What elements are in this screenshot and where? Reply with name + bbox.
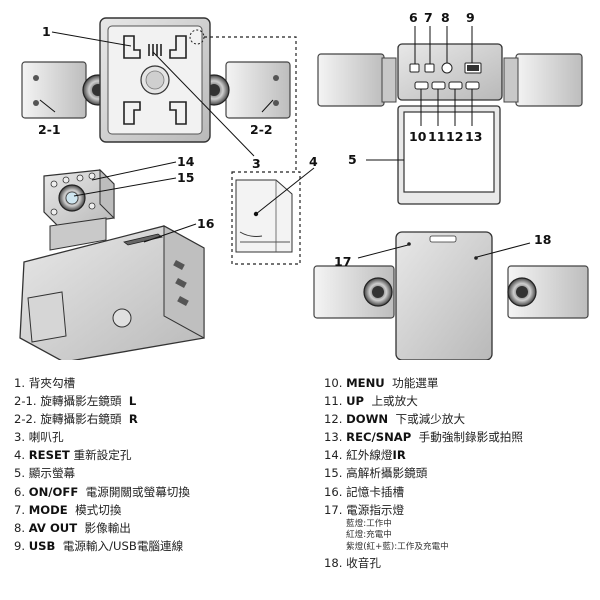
- legend-item-11: 11. UP 上或放大: [324, 394, 418, 409]
- callout-15: 15: [177, 170, 194, 185]
- callout-9: 9: [466, 10, 475, 25]
- mic-hole-icon: [474, 256, 478, 260]
- legend-item-7: 7. MODE 模式切換: [14, 502, 122, 517]
- callout-2-2: 2-2: [250, 122, 273, 137]
- perspective-view: 14 15 16: [19, 154, 215, 360]
- legend-item-4: 4. RESET 重新設定孔: [14, 448, 132, 463]
- legend-item-14: 14. 紅外線燈IR: [324, 448, 406, 463]
- power-indicator-icon: [407, 242, 411, 246]
- legend-left: 1. 背夾勾槽 2-1. 旋轉攝影左鏡頭 L 2-2. 旋轉攝影右鏡頭 R 3.…: [14, 374, 314, 555]
- legend-item-2-2: 2-2. 旋轉攝影右鏡頭 R: [14, 412, 138, 427]
- callout-16: 16: [197, 216, 215, 231]
- device-diagram: 1 2-1 2-2 3 6 7: [19, 10, 589, 360]
- callout-6: 6: [409, 10, 418, 25]
- callout-17: 17: [334, 254, 351, 269]
- legend-17-note-blue: 藍燈:工作中: [346, 518, 392, 529]
- display-screen: [403, 111, 495, 193]
- callout-3: 3: [252, 156, 261, 171]
- callout-4: 4: [309, 154, 318, 169]
- legend-17-note-purple: 紫燈(紅+藍):工作及充電中: [346, 541, 449, 552]
- callout-7: 7: [424, 10, 433, 25]
- memory-card-slot[interactable]: [123, 233, 163, 246]
- callout-1: 1: [42, 24, 51, 39]
- down-button[interactable]: [448, 81, 463, 90]
- legend-item-8: 8. AV OUT 影像輸出: [14, 520, 131, 535]
- callout-10: 10: [409, 129, 427, 144]
- callout-18: 18: [534, 232, 551, 247]
- legend-17-note-red: 紅燈:充電中: [346, 530, 392, 541]
- callout-11: 11: [428, 129, 445, 144]
- mode-button[interactable]: [424, 63, 435, 73]
- legend-item-1: 1. 背夾勾槽: [14, 376, 76, 390]
- legend-right: 10. MENU 功能選單 11. UP 上或放大 12. DOWN 下或減少放…: [324, 374, 596, 572]
- front-view: 17 18: [313, 231, 589, 360]
- legend-item-13: 13. REC/SNAP 手動強制錄影或拍照: [324, 430, 523, 445]
- callout-13: 13: [465, 129, 482, 144]
- legend-item-2-1: 2-1. 旋轉攝影左鏡頭 L: [14, 394, 137, 409]
- legend-item-5: 5. 顯示螢幕: [14, 466, 76, 481]
- callout-12: 12: [446, 129, 463, 144]
- legend-item-12: 12. DOWN 下或減少放大: [324, 412, 466, 427]
- legend-item-6: 6. ON/OFF 電源開關或螢幕切換: [14, 484, 190, 499]
- legend-item-18: 18. 收音孔: [324, 555, 381, 570]
- back-view: 1 2-1 2-2 3: [21, 17, 297, 172]
- callout-2-1: 2-1: [38, 122, 61, 137]
- on-off-button[interactable]: [409, 63, 420, 73]
- screen-view: 6 7 8 9 10 11 12 13 5: [317, 10, 583, 205]
- reset-zoom-view: 4: [231, 154, 318, 265]
- legend-item-15: 15. 高解析攝影鏡頭: [324, 466, 428, 481]
- callout-14: 14: [177, 154, 195, 169]
- av-out-port[interactable]: [441, 62, 453, 74]
- up-button[interactable]: [431, 81, 446, 90]
- rec-snap-button[interactable]: [465, 81, 480, 90]
- legend-item-10: 10. MENU 功能選單: [324, 376, 439, 390]
- menu-button[interactable]: [414, 81, 429, 90]
- speaker-icon: [148, 44, 162, 56]
- callout-8: 8: [441, 10, 450, 25]
- legend-item-3: 3. 喇叭孔: [14, 430, 64, 445]
- legend-item-16: 16. 記憶卡插槽: [324, 484, 405, 499]
- legend-item-9: 9. USB 電源輸入/USB電腦連線: [14, 538, 184, 553]
- callout-5: 5: [348, 152, 357, 167]
- legend-item-17: 17. 電源指示燈: [324, 502, 405, 517]
